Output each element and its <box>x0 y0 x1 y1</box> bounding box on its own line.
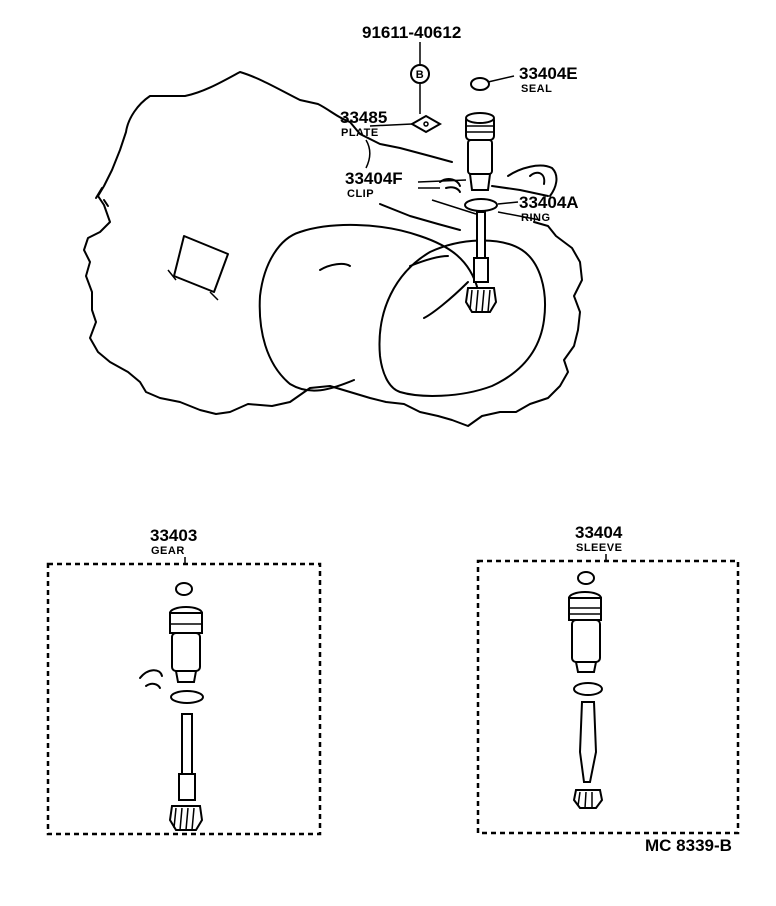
plate-part-number: 33485 <box>340 108 387 127</box>
plate-part-name: PLATE <box>341 127 379 139</box>
sleeve-kit-box: 33404 SLEEVE <box>476 523 740 835</box>
seal-part-name: SEAL <box>521 83 552 95</box>
seal-part-number: 33404E <box>519 64 578 83</box>
diagram-code: MC 8339-B <box>645 836 732 855</box>
transaxle-housing-drawing <box>83 71 583 427</box>
sleeve-kit-name: SLEEVE <box>576 542 622 554</box>
seal-part-icon <box>470 77 490 91</box>
ring-part-name: RING <box>521 212 551 224</box>
ring-part-number: 33404A <box>519 193 579 212</box>
bolt-symbol-label: B <box>416 69 424 81</box>
plate-part-icon <box>409 114 443 134</box>
gear-kit-box: 33403 GEAR <box>46 526 322 836</box>
clip-part-name: CLIP <box>347 188 374 200</box>
gear-kit-number: 33403 <box>150 526 197 545</box>
bolt-symbol-icon <box>410 64 430 84</box>
sleeve-kit-number: 33404 <box>575 523 623 542</box>
callout-leaders <box>365 42 541 221</box>
clip-part-number: 33404F <box>345 169 403 188</box>
bolt-part-number: 91611-40612 <box>362 23 461 42</box>
gear-kit-name: GEAR <box>151 545 185 557</box>
